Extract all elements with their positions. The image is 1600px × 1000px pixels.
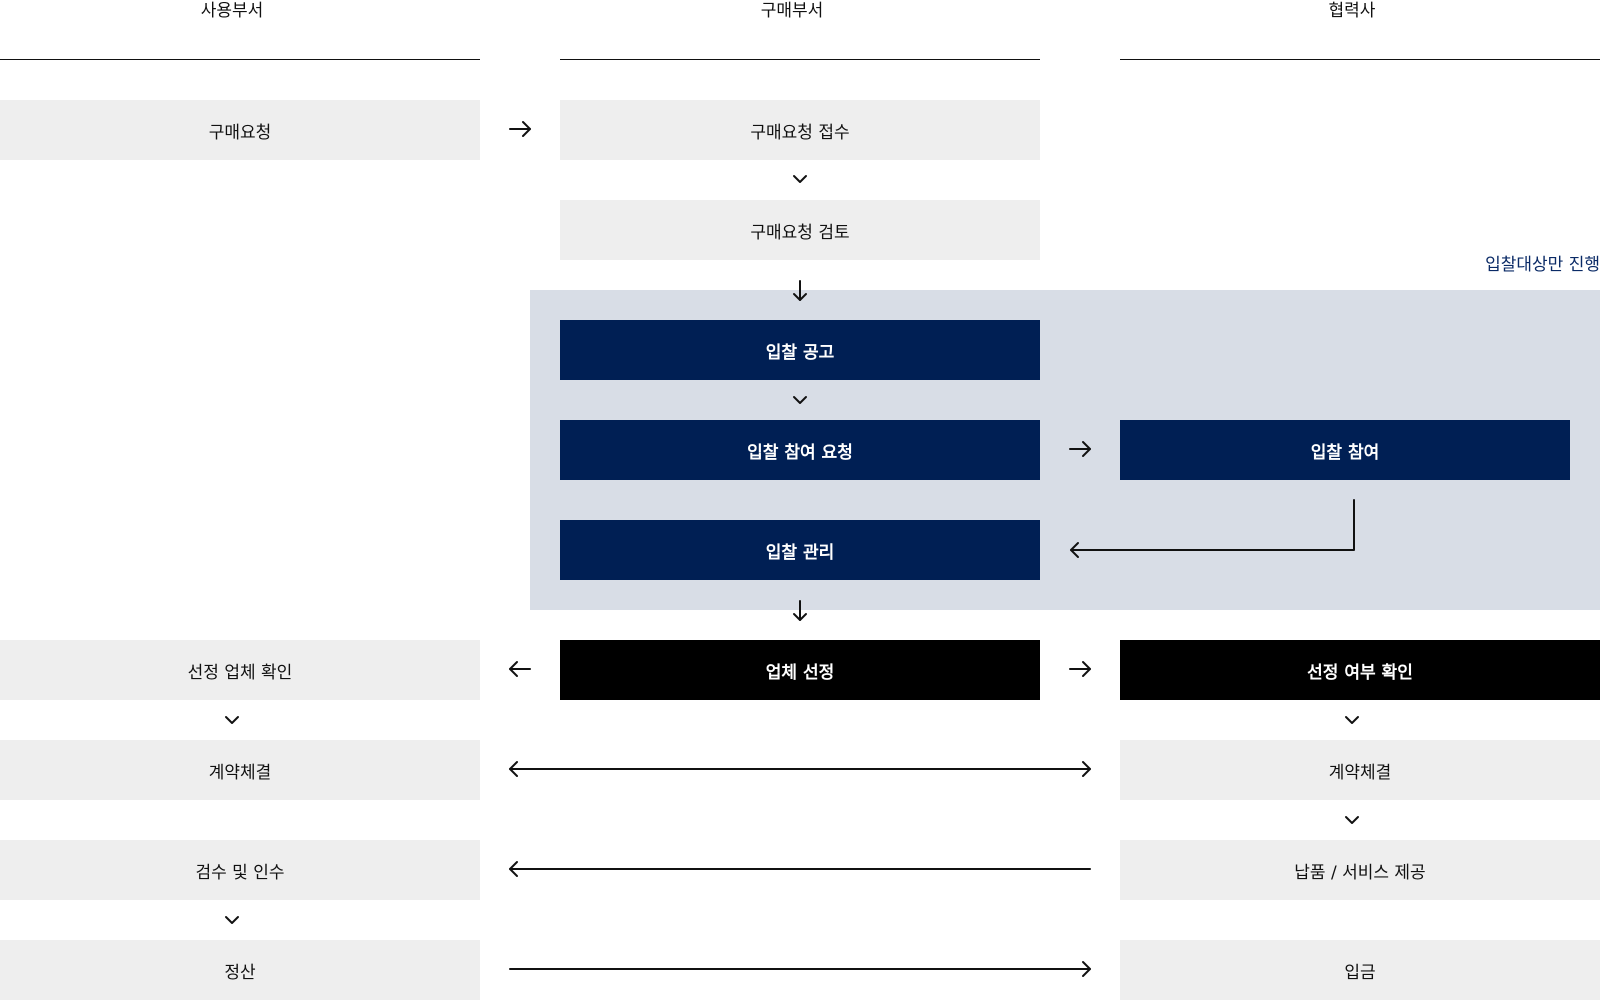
arrow-right-icon	[1069, 661, 1091, 677]
column-header-partner: 협력사	[1328, 1, 1376, 21]
bid-panel-label: 입찰대상만 진행	[1485, 255, 1600, 275]
step-contract-user: 계약체결	[0, 740, 480, 800]
column-divider-user	[0, 59, 480, 60]
step-selected-vendor-check: 선정 업체 확인	[0, 640, 480, 700]
step-bid-participation: 입찰 참여	[1120, 420, 1570, 480]
step-bid-notice: 입찰 공고	[560, 320, 1040, 380]
step-bid-participation-request: 입찰 참여 요청	[560, 420, 1040, 480]
step-vendor-selection: 업체 선정	[560, 640, 1040, 700]
column-header-purchase: 구매부서	[760, 1, 824, 21]
chevron-down-icon	[1345, 716, 1359, 724]
chevron-down-icon	[225, 716, 239, 724]
arrow-right-icon	[509, 121, 531, 137]
step-selection-status-check: 선정 여부 확인	[1120, 640, 1600, 700]
step-settlement: 정산	[0, 940, 480, 1000]
arrow-bidirectional-icon	[509, 761, 1091, 777]
column-divider-partner	[1120, 59, 1600, 60]
step-deposit: 입금	[1120, 940, 1600, 1000]
arrow-right-icon	[509, 961, 1091, 977]
chevron-down-icon	[1345, 816, 1359, 824]
chevron-down-icon	[225, 916, 239, 924]
arrow-left-icon	[509, 861, 1091, 877]
column-divider-purchase	[560, 59, 1040, 60]
step-delivery-service: 납품 / 서비스 제공	[1120, 840, 1600, 900]
step-purchase-request: 구매요청	[0, 100, 480, 160]
step-inspection-acceptance: 검수 및 인수	[0, 840, 480, 900]
step-contract-partner: 계약체결	[1120, 740, 1600, 800]
step-request-received: 구매요청 접수	[560, 100, 1040, 160]
column-header-user: 사용부서	[200, 1, 264, 21]
step-bid-management: 입찰 관리	[560, 520, 1040, 580]
arrow-left-icon	[509, 661, 531, 677]
chevron-down-icon	[793, 175, 807, 183]
step-request-review: 구매요청 검토	[560, 200, 1040, 260]
